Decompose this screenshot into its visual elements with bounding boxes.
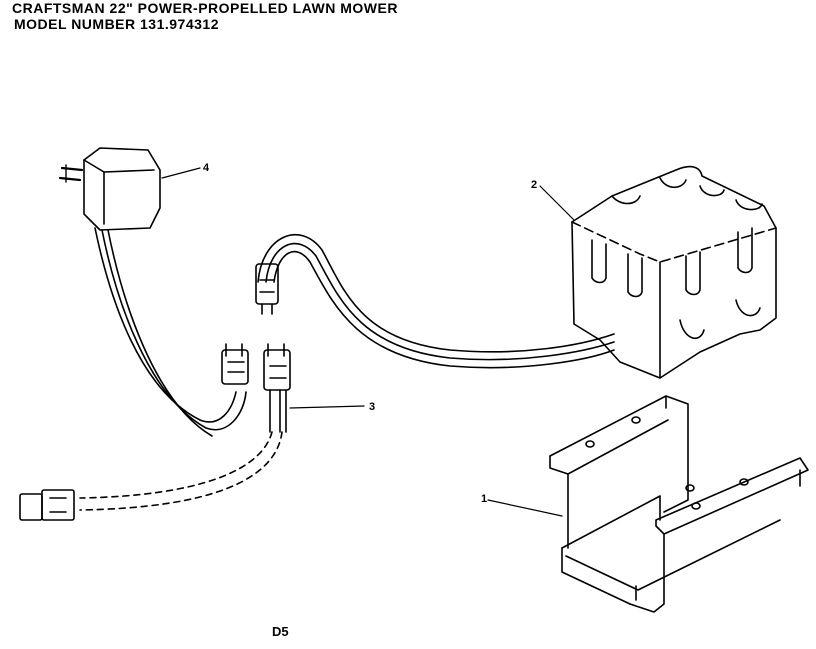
battery-bracket xyxy=(487,395,809,613)
page-code: D5 xyxy=(272,624,289,639)
callout-4: 4 xyxy=(203,162,210,174)
callout-2: 2 xyxy=(531,179,537,191)
diagram-title: CRAFTSMAN 22" POWER-PROPELLED LAWN MOWER xyxy=(12,0,398,16)
battery-cord xyxy=(255,233,615,369)
harness xyxy=(19,343,365,521)
battery-pack xyxy=(539,165,777,379)
model-number: MODEL NUMBER 131.974312 xyxy=(14,16,219,32)
callout-1: 1 xyxy=(481,493,487,505)
connector-a xyxy=(221,343,249,385)
callout-3: 3 xyxy=(369,401,375,413)
charger-adapter xyxy=(58,147,247,437)
